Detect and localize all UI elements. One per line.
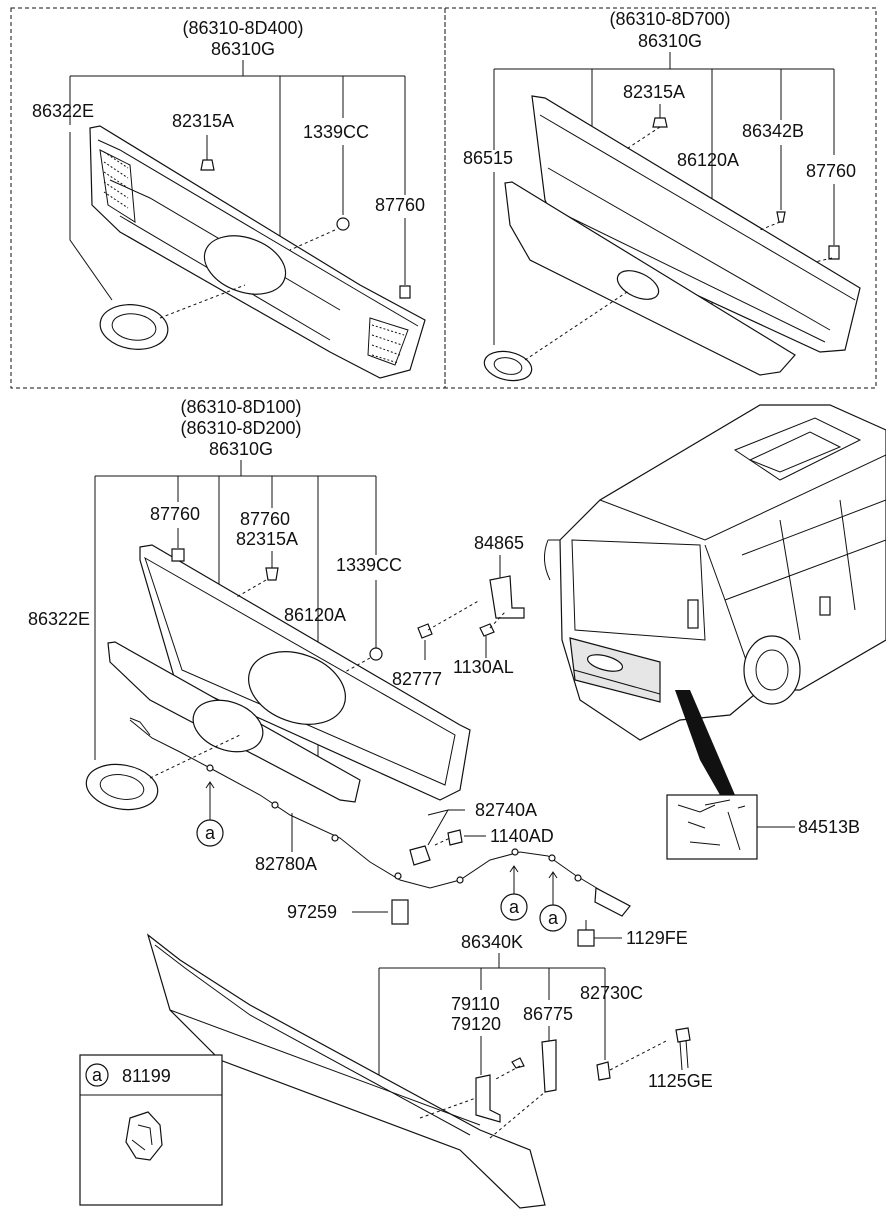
release-parts: 84865 82777 1130AL 82740A 1140AD 82780A … [129, 533, 688, 948]
clip-illustration [125, 1111, 163, 1161]
callout-a1: a [196, 781, 224, 847]
lower-panel-shape [146, 933, 546, 1209]
svg-text:a: a [509, 897, 520, 917]
grille-label-clip: 82315A [236, 529, 298, 549]
grille-label-logo: 86322E [28, 609, 90, 629]
logo-mid [85, 763, 159, 811]
lower-label-bracket: 86775 [523, 1004, 573, 1024]
label-handle-bolt: 1140AD [490, 826, 554, 846]
lower-panel: 86340K 82730C 79110 79120 86775 1125GE [146, 932, 713, 1209]
label-part-84513B: 84513B [798, 817, 860, 837]
grille-code-3: 86310G [209, 439, 273, 459]
label-illustration: 84513B [666, 794, 860, 860]
label-handle: 82740A [475, 800, 537, 820]
label-bracket: 84865 [474, 533, 524, 553]
label-cable: 82780A [255, 854, 317, 874]
top-right-label-clip: 82315A [623, 82, 685, 102]
grille-label-garnish: 86120A [284, 605, 346, 625]
grille-assembly: (86310-8D100) (86310-8D200) 86310G 87760… [28, 397, 471, 811]
svg-text:a: a [205, 823, 216, 843]
release-cable [129, 719, 626, 906]
lower-label-stopper: 82730C [580, 983, 643, 1003]
svg-text:a: a [548, 908, 559, 928]
top-left-code-1: (86310-8D400) [182, 18, 303, 38]
top-left-code-2: 86310G [211, 39, 275, 59]
top-right-code-2: 86310G [638, 31, 702, 51]
label-screw: 82777 [392, 669, 442, 689]
callout-a3: a [539, 871, 567, 932]
panel-top-right: (86310-8D700) 86310G 82315A 86342B 86515… [463, 9, 861, 382]
top-right-label-emblem-bracket: 86342B [742, 121, 804, 141]
legend-part: 81199 [122, 1066, 171, 1086]
top-left-label-retainer: 87760 [375, 195, 425, 215]
grille-code-2: (86310-8D200) [180, 418, 301, 438]
top-right-label-logo: 86515 [463, 148, 513, 168]
grille-label-retainer-b: 87760 [240, 509, 290, 529]
panel-top-left: (86310-8D400) 86310G 86322E 82315A 1339C… [32, 18, 426, 379]
top-left-label-clip: 82315A [172, 111, 234, 131]
lower-label-hinge-right: 79120 [451, 1014, 501, 1034]
panel-top-right-frame [444, 7, 877, 389]
grille-label-nut: 1339CC [336, 555, 402, 575]
legend-box: a 81199 [79, 1054, 223, 1206]
top-left-label-nut: 1339CC [303, 122, 369, 142]
top-right-label-retainer: 87760 [806, 161, 856, 181]
legend-marker: a [92, 1065, 103, 1085]
logo-top-right [483, 350, 533, 382]
label-cap: 97259 [287, 902, 337, 922]
vehicle-illustration [544, 404, 886, 795]
grille-label-retainer-a: 87760 [150, 504, 200, 524]
lower-label-hinge-left: 79110 [451, 994, 500, 1014]
lower-label-assembly: 86340K [461, 932, 523, 952]
label-bolt: 1130AL [453, 657, 514, 677]
top-right-code-1: (86310-8D700) [609, 9, 730, 29]
logo-top-left [99, 304, 169, 350]
callout-a2: a [500, 865, 528, 921]
lower-label-bolt: 1125GE [648, 1071, 713, 1091]
label-latch-bolt: 1129FE [626, 928, 688, 948]
grille-code-1: (86310-8D100) [180, 397, 301, 417]
top-right-label-garnish: 86120A [677, 150, 739, 170]
top-left-label-logo: 86322E [32, 101, 94, 121]
